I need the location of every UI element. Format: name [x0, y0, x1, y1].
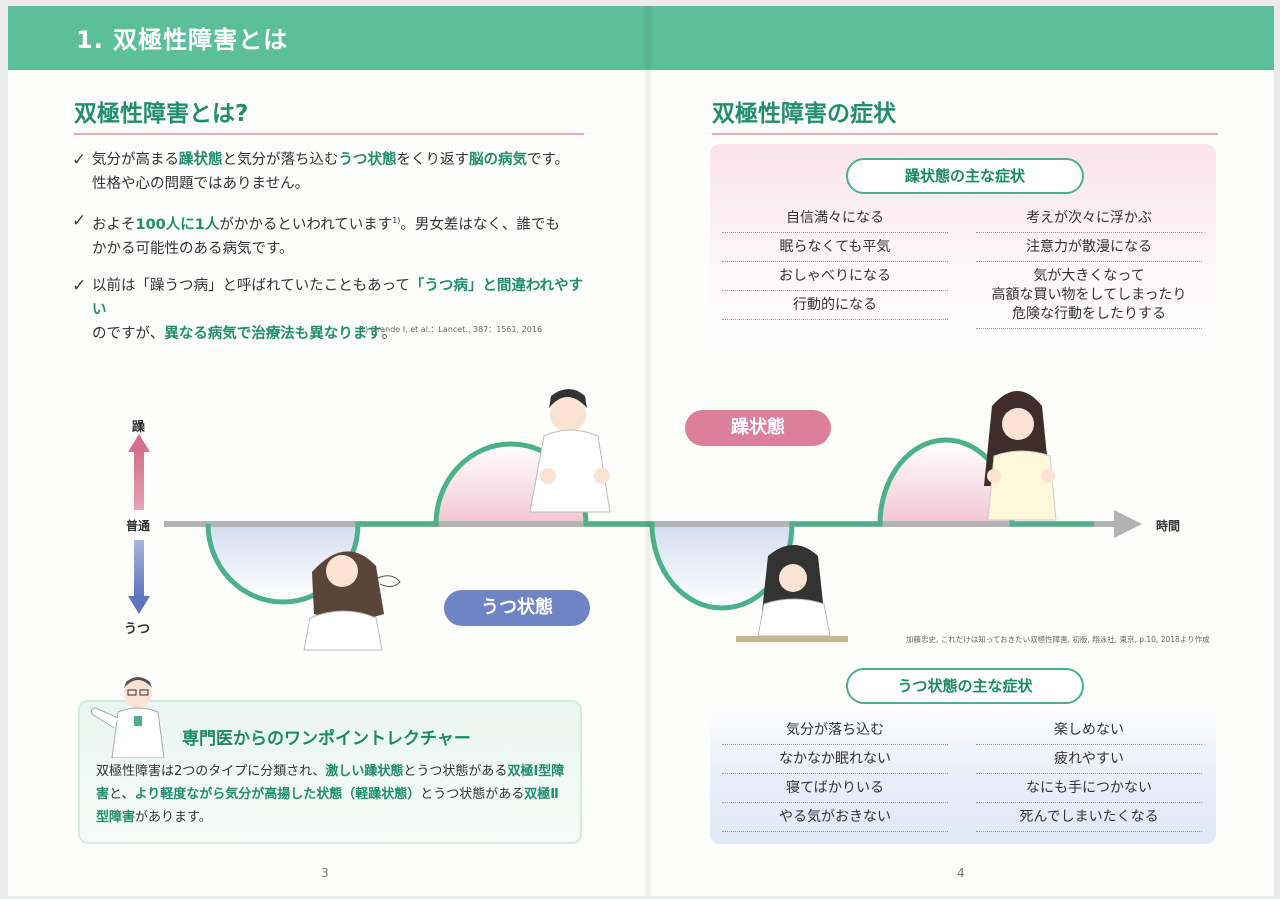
graph-source-credit: 加藤忠史, これだけは知っておきたい双極性障害, 初版, 翔泳社, 東京, p.… [906, 635, 1210, 644]
symptom-item: 自信満々になる [722, 204, 948, 233]
axis-label-time: 時間 [1156, 519, 1181, 533]
symptom-item: 寝てばかりいる [722, 774, 948, 803]
right-section-title: 双極性障害の症状 [712, 101, 896, 127]
intro-bullets: ✓ 気分が高まるそう躁状態と気分が落ち込むうつ状態をくり返す脳の病気です。 性格… [72, 148, 592, 359]
depressive-symptoms-left: 気分が落ち込む なかなか眠れない 寝てばかりいる やる気がおきない [722, 716, 948, 832]
symptom-item: やる気がおきない [722, 803, 948, 832]
symptom-item: なかなか眠れない [722, 745, 948, 774]
page-fold [643, 6, 653, 896]
manic-symptoms-left: 自信満々になる 眠らなくても平気 おしゃべりになる 行動的になる [722, 204, 948, 320]
depressive-symptoms-right: 楽しめない 疲れやすい なにも手につかない 死んでしまいたくなる [976, 716, 1202, 832]
time-arrow-head [1114, 510, 1142, 538]
check-icon: ✓ [72, 150, 87, 170]
mood-graph-svg [128, 389, 1142, 651]
depressive-fill-2 [652, 524, 792, 608]
citation: 1) Grande I, et al.：Lancet., 387：1561, 2… [360, 325, 543, 334]
expert-lecture-box: 専門医からのワンポイントレクチャー 双極性障害は2つのタイプに分類され、激しい躁… [78, 700, 582, 844]
bullet-item: ✓ 以前は「躁うつ病」と呼ばれていたこともあって「うつ病」と間違われやすい ので… [72, 275, 584, 342]
symptom-item: おしゃべりになる [722, 262, 948, 291]
up-arrow-head [128, 434, 150, 452]
doctor-illustration [91, 677, 165, 758]
axis-label-depressive: うつ [124, 622, 151, 637]
happy-man-illustration [529, 389, 611, 513]
right-section-rule [712, 133, 1218, 135]
depressed-woman-illustration [303, 551, 401, 651]
chapter-header-band: 1. 双極性障害とは [8, 6, 1274, 70]
manic-symptoms-right: 考えが次々に浮かぶ 注意力が散漫になる 気が大きくなって 高額な買い物をしてしま… [976, 204, 1202, 329]
bullet-item: ✓ 気分が高まるそう躁状態と気分が落ち込むうつ状態をくり返す脳の病気です。 性格… [72, 150, 570, 192]
symptom-item: 楽しめない [976, 716, 1202, 745]
down-arrow-shaft [134, 540, 144, 598]
symptom-item: なにも手につかない [976, 774, 1202, 803]
symptom-item: 注意力が散漫になる [976, 233, 1202, 262]
symptom-item: 眠らなくても平気 [722, 233, 948, 262]
manic-symptoms-box: 躁状態の主な症状 自信満々になる 眠らなくても平気 おしゃべりになる 行動的にな… [710, 144, 1216, 344]
depressive-state-label: うつ状態 [444, 590, 590, 626]
lecture-body: 双極性障害は2つのタイプに分類され、激しい躁状態とうつ状態がある双極Ⅰ型障害と、… [96, 764, 565, 825]
manic-symptoms-title: 躁状態の主な症状 [846, 158, 1084, 194]
lecture-title: 専門医からのワンポイントレクチャー [182, 729, 471, 749]
manic-state-label: 躁状態 [685, 410, 831, 446]
mood-graph: 躁 普通 うつ 時間 躁状態 うつ状態 加藤忠史, これだけは知っておきたい双極… [8, 346, 1274, 666]
chapter-title: 1. 双極性障害とは [76, 26, 289, 54]
page-number-left: 3 [321, 866, 329, 880]
symptom-item: 考えが次々に浮かぶ [976, 204, 1202, 233]
happy-woman-illustration [984, 391, 1057, 521]
check-icon: ✓ [72, 275, 87, 296]
depressive-symptoms-box: 気分が落ち込む なかなか眠れない 寝てばかりいる やる気がおきない 楽しめない … [710, 706, 1216, 844]
page-number-right: 4 [957, 866, 965, 880]
manic-fill-2 [880, 440, 1012, 524]
booklet-spread: 1. 双極性障害とは 双極性障害とは? ✓ 気分が高まるそう躁状態と気分が落ち込… [8, 6, 1274, 896]
symptom-item: 行動的になる [722, 291, 948, 320]
check-icon: ✓ [72, 211, 87, 231]
up-arrow-shaft [134, 450, 144, 510]
symptom-item: 気が大きくなって 高額な買い物をしてしまったり 危険な行動をしたりする [976, 262, 1202, 329]
symptom-item: 疲れやすい [976, 745, 1202, 774]
bullet-item: ✓ およそ100人に1人がかかるといわれています1)。男女差はなく、誰でも かか… [72, 211, 560, 257]
symptom-item: 気分が落ち込む [722, 716, 948, 745]
axis-label-normal: 普通 [126, 519, 151, 533]
depressed-girl-illustration [736, 545, 848, 642]
left-section-rule [74, 133, 584, 135]
axis-label-manic: 躁 [132, 420, 146, 435]
down-arrow-head [128, 596, 150, 614]
left-section-title: 双極性障害とは? [74, 101, 249, 127]
symptom-item: 死んでしまいたくなる [976, 803, 1202, 832]
depressive-symptoms-title: うつ状態の主な症状 [846, 668, 1084, 704]
